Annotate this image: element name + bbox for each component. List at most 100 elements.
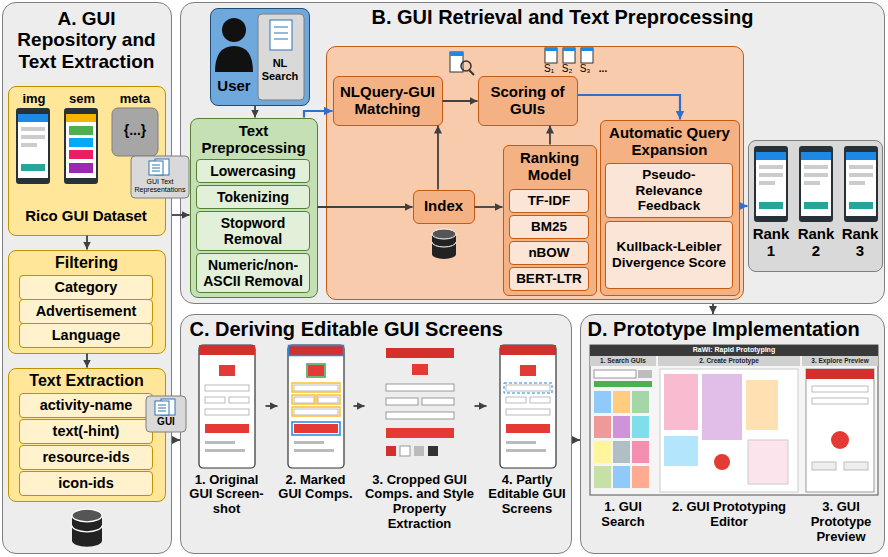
process-box: Text Extraction activity-name text(-hint)r… [8,368,166,502]
box-label: Automatic Query Expansion [604,124,736,159]
text-slot: Rico GUI Dataset [7,207,165,224]
text-slot: 3. GUI Prototype Preview [800,500,882,545]
connector-arrow [172,214,190,216]
panel: B. GUI Retrieval and Text PreprocessingU… [180,2,885,304]
text-slot: D. Prototype Implementation [588,318,880,341]
box-label: Tokenizing [200,189,306,205]
text-slot: 2. Marked GUI Comps. [278,473,354,503]
text-slot: RaWi: Rapid Prototyping [590,346,878,354]
rico-images [16,108,158,184]
column-label: sem [62,92,102,107]
process-box: Text PreprocessingLowercasingTokenizingS… [190,118,318,298]
box-label: Kullback-Leibler Divergence Score [609,239,729,270]
connector-arrow [443,100,478,102]
connector-arrow [437,126,439,190]
item-box: text(-hint) [19,419,153,444]
score-label: S₂ [559,63,575,75]
gui-screenshots [199,345,556,468]
item-box: BERT-LTR [509,267,589,291]
box-label: Category [23,279,149,296]
edge-label: GUI [148,416,184,428]
caption: 3. GUI Prototype Preview [800,500,882,545]
item-box: icon-ids [19,471,153,496]
item-box: Numeric/non-ASCII Removal [196,253,310,293]
text-slot: 3. Explore Preview [802,357,878,364]
box-label: Ranking Model [507,149,593,184]
box-label: TF-IDF [513,193,585,209]
database-icon [72,229,456,547]
item-box: resource-ids [19,445,153,470]
panel-title: C. Deriving Editable GUI Screens [190,318,566,341]
panel-title: B. GUI Retrieval and Text Preprocessing [372,6,880,29]
text-slot: 1. GUI Search [586,500,660,530]
panel-title: D. Prototype Implementation [588,318,880,341]
box-label: Rico GUI Dataset [7,207,165,224]
text-slot: NL Search [257,57,303,82]
score-label: ... [595,63,611,75]
screenshot-frame: 1. Original GUI Screen-shot [188,345,266,521]
connector-arrow [475,405,487,407]
connector-arrow [578,95,681,120]
user-icon [215,14,304,100]
item-box: BM25 [509,215,589,239]
text-slot: 1. Original GUI Screen-shot [188,473,266,518]
connector-arrow [254,106,256,118]
score-label: S₁ [541,63,557,75]
connector-arrow [475,206,503,208]
connector-arrow [266,405,278,407]
item-box: Advertisement [19,299,153,324]
connector-arrow [318,206,413,208]
box-label: Text Extraction [12,372,162,390]
metadata-glyph: {...} [112,122,158,138]
query-icon [450,52,474,75]
text-slot: ... [595,63,611,75]
caption: 3. Cropped GUI Comps. and Style Property… [365,473,475,533]
text-slot: GUI Text Representations [133,178,187,194]
item-box: Kullback-Leibler Divergence Score [605,221,733,289]
actor-box: UserNL Search [210,8,310,106]
text-slot: {...} [112,122,158,138]
process-box: Scoring of GUIs [478,76,578,126]
connector-arrow [572,439,580,441]
item-box: Stopword Removal [196,211,310,251]
column-header: 1. Search GUIs [590,357,656,364]
connector-arrow [712,304,714,314]
text-slot: S₁ [541,63,557,75]
item-box: Category [19,275,153,300]
text-slot: S₃ [577,63,593,75]
box-label: Advertisement [23,303,149,320]
box-label: activity-name [23,397,149,414]
box-label: Language [23,327,149,344]
box-label: NLQuery-GUI Matching [337,83,439,118]
connector-arrow [354,405,365,407]
connector-arrow [304,111,333,118]
box-label: Filtering [12,254,162,272]
item-box: Language [19,323,153,348]
caption: 4. Partly Editable GUI Screens [487,473,568,518]
box-label: icon-ids [23,475,149,492]
box-label: Rank 2 [794,225,838,260]
process-box: Automatic Query ExpansionPseudo-Relevanc… [600,120,740,296]
text-slot: 2. Create Prototype [658,357,800,364]
text-slot: Rank 1 [749,225,793,260]
process-box: Ranking ModelTF-IDF BM25nBOWBERT-LTR [503,145,597,296]
text-slot: B. GUI Retrieval and Text Preprocessing [372,6,880,29]
box-label: Pseudo-Relevance Feedback [609,167,729,214]
caption: 1. GUI Search [586,500,660,530]
caption: 1. Original GUI Screen-shot [188,473,266,518]
column-header: 2. Create Prototype [658,357,800,364]
panel: A. GUI Repository and Text ExtractionRic… [2,2,172,554]
box-label: Stopword Removal [200,215,306,247]
edge-label: GUI Text Representations [133,178,187,194]
ranked-screens [754,146,878,222]
box-label: Index [417,197,471,214]
caption: 2. GUI Prototyping Editor [660,500,798,530]
box-label: User [211,77,257,94]
box-label: Numeric/non-ASCII Removal [200,257,306,289]
score-icons [545,48,593,63]
item-box: nBOW [509,241,589,265]
item-box: Lowercasing [196,159,310,183]
connector-arrow [86,354,88,368]
